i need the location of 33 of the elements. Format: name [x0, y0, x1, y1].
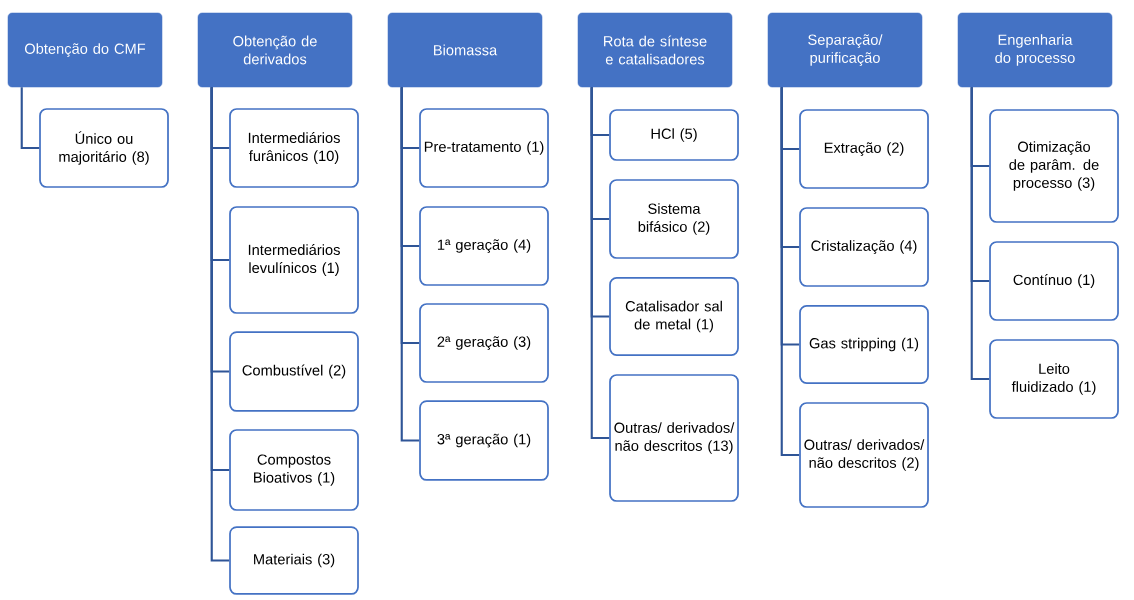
connector-line [210, 87, 230, 562]
item-box: Otimização de parâm. de processo (3) [989, 109, 1119, 223]
item-box: Outras/ derivados/ não descritos (2) [799, 402, 929, 508]
item-box: Único ou majoritário (8) [39, 108, 169, 188]
connector-line [970, 87, 990, 381]
category-box: Rota de síntese e catalisadores [577, 12, 733, 88]
connector-line [20, 87, 40, 150]
connector-line [400, 87, 420, 442]
item-box: Leito fluidizado (1) [989, 339, 1119, 419]
connector-line [590, 87, 610, 440]
connector-line [780, 87, 800, 457]
item-box: Contínuo (1) [989, 241, 1119, 321]
item-box: Materiais (3) [229, 526, 359, 595]
item-box: 2ª geração (3) [419, 303, 549, 383]
item-box: Extração (2) [799, 109, 929, 189]
category-box: Separação/ purificação [767, 12, 923, 88]
item-box: HCl (5) [609, 109, 739, 161]
item-box: Pre-tratamento (1) [419, 108, 549, 188]
item-box: Gas stripping (1) [799, 305, 929, 384]
item-box: Combustível (2) [229, 331, 359, 412]
item-box: Cristalização (4) [799, 207, 929, 287]
category-box: Biomassa [387, 12, 543, 88]
category-box: Obtenção do CMF [7, 12, 163, 88]
item-box: 1ª geração (4) [419, 206, 549, 286]
item-box: 3ª geração (1) [419, 400, 549, 481]
item-box: Outras/ derivados/ não descritos (13) [609, 374, 739, 502]
item-box: Catalisador sal de metal (1) [609, 277, 739, 356]
category-box: Obtenção de derivados [197, 12, 353, 88]
item-box: Intermediários levulínicos (1) [229, 206, 359, 314]
category-box: Engenharia do processo [957, 12, 1113, 88]
item-box: Intermediários furânicos (10) [229, 108, 359, 188]
item-box: Sistema bifásico (2) [609, 179, 739, 259]
item-box: Compostos Bioativos (1) [229, 429, 359, 511]
